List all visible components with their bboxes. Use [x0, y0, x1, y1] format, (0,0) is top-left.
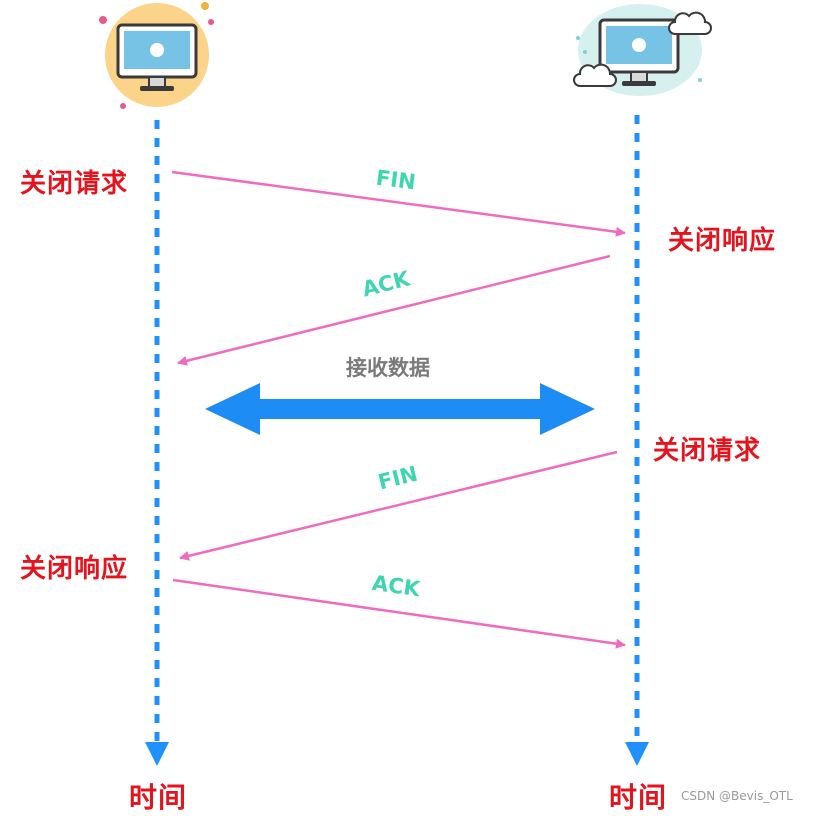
fin-arrow-1	[171, 170, 626, 237]
left-computer-icon	[99, 2, 214, 109]
receive-data-label: 接收数据	[346, 356, 430, 380]
left-close-request-label: 关闭请求	[20, 169, 129, 199]
fin-arrow-2	[179, 450, 618, 561]
left-timeline-arrowhead	[145, 742, 169, 766]
right-close-request-label: 关闭请求	[653, 436, 762, 466]
left-close-response-label: 关闭响应	[20, 554, 129, 584]
watermark: CSDN @Bevis_OTL	[681, 789, 793, 803]
time-label-left: 时间	[129, 781, 188, 814]
ack-arrow-1	[177, 254, 611, 366]
ack-arrow-2	[172, 578, 626, 649]
fin-label-1: FIN	[374, 165, 418, 195]
right-timeline-arrowhead	[625, 742, 649, 766]
right-close-response-label: 关闭响应	[668, 226, 777, 256]
data-transfer-double-arrow	[205, 383, 595, 435]
time-label-right: 时间	[609, 781, 668, 814]
right-computer-icon	[573, 4, 712, 96]
